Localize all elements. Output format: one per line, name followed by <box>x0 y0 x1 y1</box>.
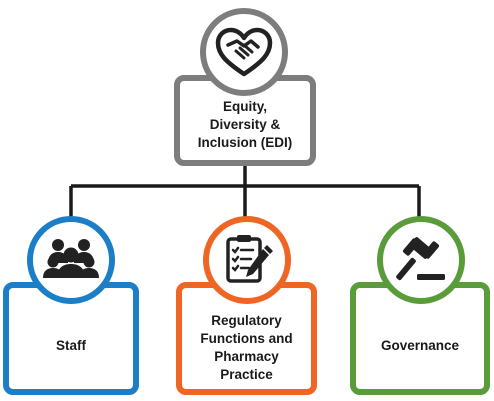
group-of-people-icon <box>43 239 99 278</box>
node-governance-icon-circle <box>377 216 465 304</box>
node-staff-label: Staff <box>56 338 86 353</box>
node-regulatory-label-line: Functions and <box>200 330 293 346</box>
node-edi-icon-circle <box>200 8 288 96</box>
node-regulatory-label-line: Pharmacy <box>214 348 279 364</box>
clipboard-checklist-pen-icon <box>226 235 273 283</box>
node-regulatory-label-line: Practice <box>220 366 273 382</box>
node-edi-label-line: Equity, <box>222 98 267 114</box>
node-governance-label: Governance <box>380 338 460 353</box>
gavel-icon <box>396 237 445 281</box>
node-edi-label-line: Inclusion (EDI) <box>197 134 293 150</box>
node-regulatory-icon-circle <box>203 216 291 304</box>
node-edi-label-line: Diversity & <box>209 116 281 132</box>
node-regulatory-label-line: Regulatory <box>211 312 282 328</box>
node-staff-icon-circle <box>27 216 115 304</box>
handshake-heart-icon <box>215 27 273 77</box>
